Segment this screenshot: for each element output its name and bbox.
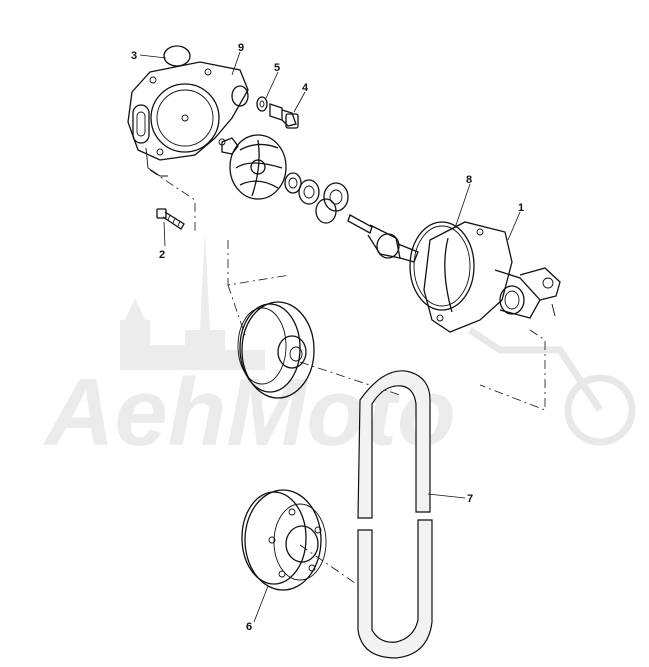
washer bbox=[256, 96, 268, 112]
callout-labels: 3 9 5 4 2 8 1 7 6 bbox=[131, 42, 524, 633]
watermark: AehMoto bbox=[43, 230, 636, 466]
leader-lines bbox=[139, 51, 521, 623]
drive-belt bbox=[357, 370, 433, 659]
callout-1: 1 bbox=[518, 202, 524, 214]
callout-2: 2 bbox=[159, 249, 165, 261]
callout-6: 6 bbox=[246, 621, 252, 633]
motorcycle-watermark-icon bbox=[468, 327, 636, 446]
pump-body-gasket bbox=[409, 221, 475, 311]
callout-4: 4 bbox=[302, 82, 309, 94]
impeller bbox=[221, 134, 287, 200]
city-skyline-watermark-icon bbox=[120, 230, 265, 370]
crank-pulley-lower bbox=[241, 489, 327, 591]
callout-8: 8 bbox=[466, 174, 472, 186]
callout-9: 9 bbox=[238, 42, 244, 54]
alignment-lines bbox=[149, 169, 546, 591]
pump-cover bbox=[127, 61, 249, 177]
pump-shaft bbox=[347, 214, 419, 263]
callout-7: 7 bbox=[467, 493, 473, 505]
cover-bolt bbox=[156, 208, 185, 230]
drive-pulley-upper bbox=[237, 301, 315, 399]
oil-seal bbox=[315, 182, 349, 224]
drain-bolt bbox=[269, 103, 299, 129]
callout-5: 5 bbox=[274, 62, 280, 74]
mechanical-seal bbox=[284, 172, 320, 205]
callout-3: 3 bbox=[131, 50, 137, 62]
o-ring bbox=[163, 45, 191, 67]
pump-body bbox=[423, 221, 561, 333]
